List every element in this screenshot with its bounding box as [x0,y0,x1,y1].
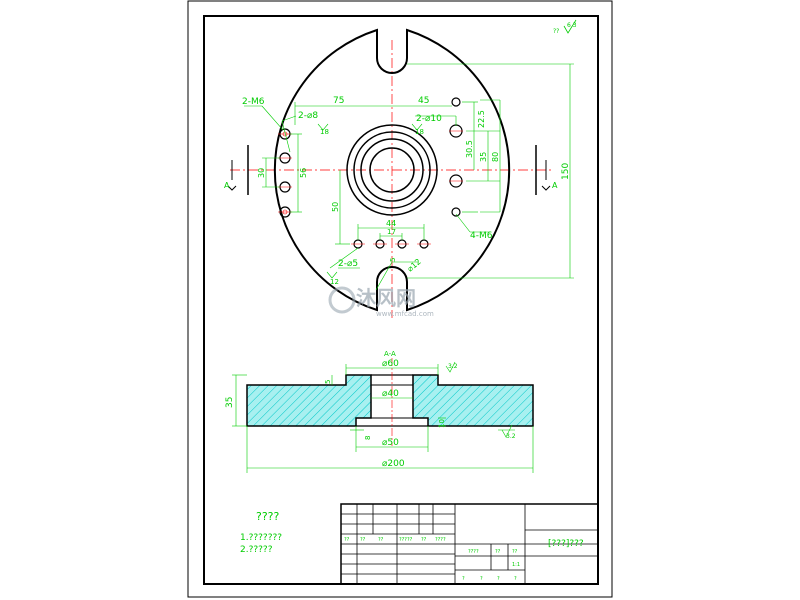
section-arrows [227,160,551,191]
tb-bottom-1: ? [462,576,465,582]
label-dim-8: 8 [364,436,372,440]
label-height-35: 35 [225,397,235,408]
label-dim-22-5: 22.5 [477,110,486,128]
tb-drawing-title: [???]??? [548,539,584,549]
label-dia-40: ⌀40 [382,389,399,399]
svg-text:??: ?? [553,28,559,35]
watermark-url: www.mfcad.com [376,310,434,318]
outer-border [187,0,613,598]
top-view-dimensions [244,63,574,291]
label-dia-200: ⌀200 [382,459,405,469]
tb-cell-5: ?? [421,537,427,543]
label-dim-75: 75 [333,96,344,106]
label-depth-left: 18 [320,128,329,136]
label-section-right: A [552,181,558,190]
section-left-half [246,374,372,427]
label-dim-150: 150 [561,163,571,180]
label-dim-56: 56 [299,168,308,178]
tb-scale: 1:1 [512,562,520,568]
tb-cell-1: ?? [344,537,350,543]
section-right-half [412,374,534,427]
tb-right-label-2: ?? [512,549,518,555]
section-view: A-A ⌀60 ⌀40 ⌀50 ⌀200 35 5 10 8 3.2 3.2 [225,350,534,473]
label-dim-50: 50 [331,202,340,212]
watermark: 沐风网 www.mfcad.com [328,286,434,318]
tb-bottom-3: ? [497,576,500,582]
left-holes [279,128,291,218]
label-dim-44: 44 [386,219,396,228]
section-title: A-A [384,350,396,358]
label-dia-bottom: ⌀12 [406,257,423,274]
hub-bore-circle [369,147,415,193]
tb-bottom-4: ? [514,576,517,582]
label-rough-32: 3.2 [448,363,458,370]
label-depth-5: 5 [324,380,332,384]
title-block: ?? ?? ?? ????? ?? ???? ???? ?? ?? 1:1 ? … [340,503,599,585]
tb-right-label-1: ?? [495,549,501,555]
svg-text:6.3: 6.3 [567,22,577,29]
label-depth-right: 18 [415,128,424,136]
tb-cell-6: ???? [435,537,446,543]
bottom-holes [353,239,429,249]
label-tap-left: 2-M6 [242,97,265,107]
label-rough-32-b: 3.2 [506,433,516,440]
label-depth-small: 12 [330,278,339,286]
label-tap-right: 4-M6 [470,231,493,241]
label-dia-60: ⌀60 [382,359,399,369]
top-view: 2-M6 2-⌀8 18 75 45 2-⌀10 18 22.5 30.5 35… [224,28,574,318]
notes-line2: 2.????? [240,545,273,555]
disk-outline [273,28,511,312]
hub-step-circle [353,131,431,209]
label-hole-small: 2-⌀5 [338,259,358,269]
label-dim-30-5: 30.5 [465,140,474,158]
section-dimensions [232,361,534,473]
tb-middle-label: ???? [468,549,479,555]
label-dim-30: 30 [257,168,266,178]
label-dim-5: 5 [389,258,397,262]
label-dim-80: 80 [491,152,500,162]
tb-cell-4: ????? [399,537,413,543]
notes: ???? 1.??????? 2.????? [240,510,282,555]
roughness-symbol-top: ?? 6.3 [553,19,577,35]
label-hole-right: 2-⌀10 [416,114,442,124]
label-dia-50: ⌀50 [382,438,399,448]
tb-cell-3: ?? [378,537,384,543]
tb-cell-2: ?? [360,537,366,543]
tb-bottom-2: ? [480,576,483,582]
label-hole-left: 2-⌀8 [298,111,318,121]
label-dim-10: 10 [438,419,446,428]
notes-line1: 1.??????? [240,533,282,543]
label-dim-17: 17 [387,228,396,236]
label-dim-45: 45 [418,96,429,106]
watermark-brand: 沐风网 [356,286,416,310]
label-section-left: A [224,181,230,190]
label-dim-35: 35 [479,152,488,162]
hub-inner-circle [360,138,424,202]
hub-outer-circle [346,124,438,216]
notes-title: ???? [256,510,280,523]
